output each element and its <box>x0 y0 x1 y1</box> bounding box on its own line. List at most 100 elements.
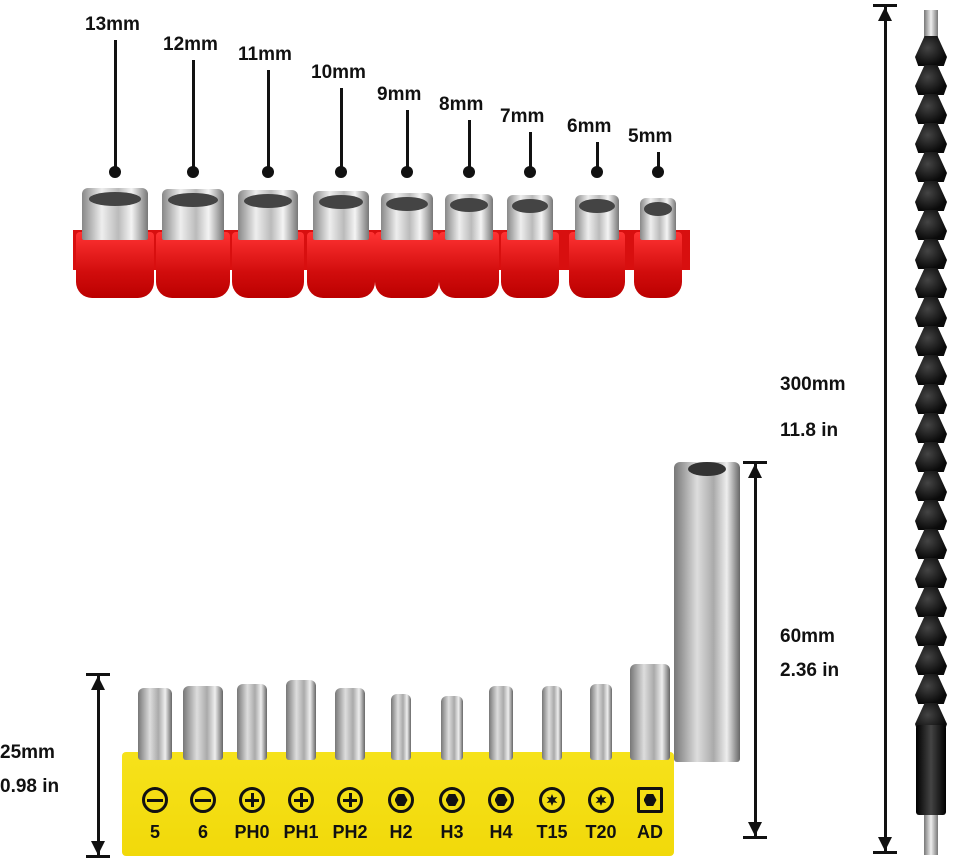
bit-size-label: 5 <box>149 822 161 842</box>
shaft-collar <box>916 725 946 815</box>
phillips-icon <box>337 787 363 813</box>
shaft-hex-tip <box>924 10 938 40</box>
socket-holder-cup <box>569 232 625 298</box>
callout-dot <box>463 166 475 178</box>
holder-dimension-cap-bottom <box>743 836 767 839</box>
flex-shaft-segment <box>915 123 947 153</box>
flex-shaft-segment <box>915 94 947 124</box>
adapter-icon <box>637 787 663 813</box>
flex-shaft-segment <box>915 442 947 472</box>
screwdriver-bit <box>441 696 463 760</box>
flex-shaft-segment <box>915 587 947 617</box>
callout-line <box>468 120 471 170</box>
flex-shaft-segment <box>915 36 947 66</box>
adapter-icon-glyph <box>643 794 657 806</box>
flex-shaft-segment <box>915 558 947 588</box>
socket-hex-opening <box>511 198 549 213</box>
socket-size-label: 7mm <box>500 106 545 127</box>
shaft-length-in: 11.8 in <box>780 420 839 441</box>
socket-hex-opening <box>244 194 292 208</box>
socket <box>313 191 369 240</box>
flex-shaft-segment <box>915 210 947 240</box>
socket <box>381 192 433 240</box>
socket <box>575 195 619 240</box>
flex-shaft-segment <box>915 413 947 443</box>
bits-length-mm: 25mm <box>0 742 55 763</box>
socket-holder-cup <box>307 232 375 298</box>
socket-hex-opening <box>386 196 428 211</box>
socket-holder-cup <box>375 232 439 298</box>
socket <box>640 198 676 240</box>
socket-size-label: 6mm <box>567 116 612 137</box>
socket-hex-opening <box>579 199 615 214</box>
bit-size-label: H2 <box>389 822 413 842</box>
bit-size-label: PH2 <box>332 822 368 842</box>
flex-shaft-segment <box>915 152 947 182</box>
phillips-icon-glyph <box>294 793 308 807</box>
shaft-dimension-line <box>884 4 887 853</box>
flex-shaft-segment <box>915 500 947 530</box>
slotted-icon <box>142 787 168 813</box>
callout-dot <box>109 166 121 178</box>
socket-holder-cup <box>232 232 304 298</box>
screwdriver-bit <box>237 684 267 760</box>
shaft-end-tip <box>924 815 938 855</box>
bit-size-label: PH0 <box>234 822 270 842</box>
holder-length-in: 2.36 in <box>780 660 840 681</box>
socket <box>238 190 298 240</box>
socket-holder-cup <box>634 232 682 298</box>
socket-holder-cup <box>439 232 499 298</box>
flex-shaft-segment <box>915 297 947 327</box>
holder-dimension-cap-top <box>743 461 767 464</box>
callout-line <box>267 70 270 170</box>
socket <box>445 194 493 240</box>
bit-size-label: H4 <box>489 822 513 842</box>
bit-size-label: AD <box>637 822 663 842</box>
hex-icon-glyph <box>494 794 508 806</box>
arrow-up-icon <box>91 676 105 690</box>
flex-shaft-segment <box>915 65 947 95</box>
callout-dot <box>187 166 199 178</box>
callout-line <box>340 88 343 170</box>
socket-holder-cup <box>501 232 559 298</box>
screwdriver-bit <box>138 688 172 760</box>
socket <box>507 194 553 240</box>
flex-shaft-segment <box>915 355 947 385</box>
flex-shaft-segment <box>915 616 947 646</box>
hex-icon-glyph <box>445 794 459 806</box>
bit-size-label: H3 <box>440 822 464 842</box>
screwdriver-bit <box>489 686 513 760</box>
screwdriver-bit <box>542 686 562 760</box>
flex-shaft-segment <box>915 326 947 356</box>
bit-size-label: 6 <box>197 822 209 842</box>
magnetic-bit-holder <box>674 462 740 762</box>
callout-line <box>657 152 660 170</box>
flex-shaft-segment <box>915 471 947 501</box>
bit-size-label: T20 <box>585 822 617 842</box>
callout-dot <box>652 166 664 178</box>
arrow-up-icon <box>748 464 762 478</box>
socket-size-label: 8mm <box>439 94 484 115</box>
bit-size-label: T15 <box>536 822 568 842</box>
bit-size-label: PH1 <box>283 822 319 842</box>
socket-size-label: 9mm <box>377 84 422 105</box>
shaft-length-mm: 300mm <box>780 374 846 395</box>
socket-hex-opening <box>88 192 142 206</box>
socket-size-label: 12mm <box>163 34 218 55</box>
bit-holder-opening <box>688 462 726 476</box>
hex-icon <box>388 787 414 813</box>
torx-icon-glyph <box>546 794 558 806</box>
shaft-dimension-cap-top <box>873 4 897 7</box>
bits-dimension-cap-bottom <box>86 855 110 858</box>
callout-dot <box>524 166 536 178</box>
callout-dot <box>335 166 347 178</box>
callout-dot <box>591 166 603 178</box>
phillips-icon <box>239 787 265 813</box>
callout-dot <box>401 166 413 178</box>
socket-size-label: 10mm <box>311 62 366 83</box>
screwdriver-bit <box>183 686 223 760</box>
flex-shaft-segment <box>915 239 947 269</box>
socket <box>162 189 224 240</box>
socket-holder-cup <box>76 232 154 298</box>
